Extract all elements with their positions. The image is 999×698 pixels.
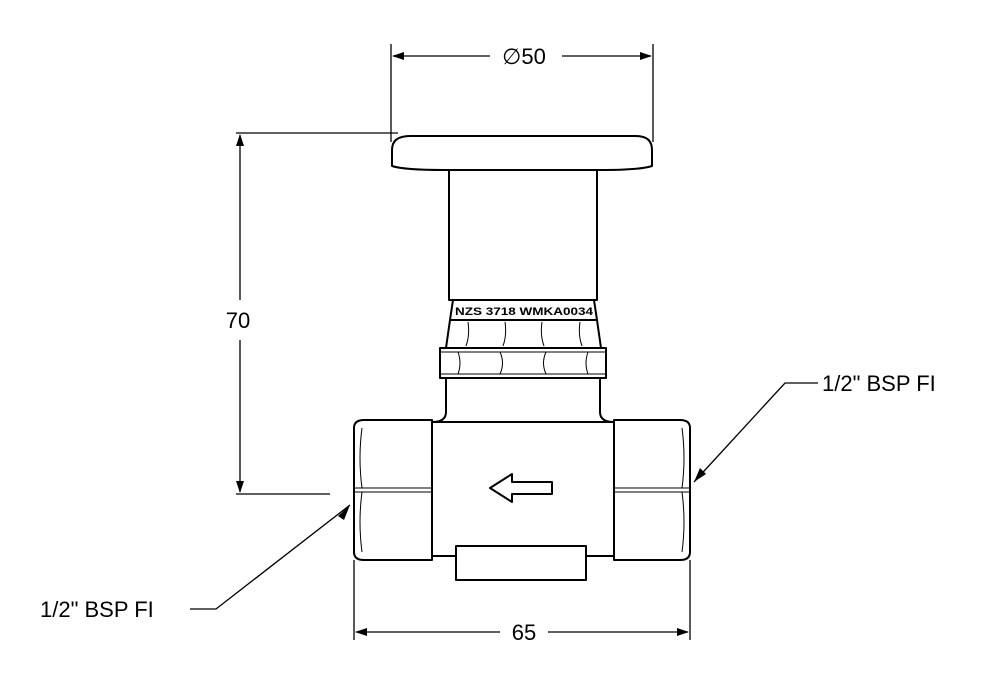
height-label: 70: [226, 308, 250, 333]
right-hex-port: [613, 419, 691, 561]
upper-hex-nut: [445, 319, 602, 349]
callout-left-port: 1/2" BSP FI: [40, 504, 351, 622]
dimension-height: 70: [226, 132, 398, 495]
dimension-width: 65: [353, 560, 691, 645]
bottom-boss: [455, 545, 587, 581]
left-port-label: 1/2" BSP FI: [40, 597, 154, 622]
diameter-label: ∅50: [502, 44, 546, 69]
dimension-diameter: ∅50: [390, 44, 654, 142]
stamp-text: NZS 3718 WMKA0034: [455, 306, 594, 318]
handle-cap: [391, 135, 653, 171]
bonnet-neck: [431, 377, 615, 423]
bonnet-hex: [439, 347, 607, 379]
right-port-label: 1/2" BSP FI: [822, 371, 936, 396]
leader-arrow: [694, 468, 706, 482]
callout-right-port: 1/2" BSP FI: [693, 371, 936, 483]
leader-arrow: [338, 505, 350, 520]
valve: NZS 3718 WMKA0034: [353, 135, 691, 581]
spindle-shroud: [448, 169, 598, 301]
leader-line: [693, 382, 818, 483]
width-label: 65: [512, 620, 536, 645]
leader-line: [190, 504, 351, 610]
flow-direction-arrow-icon: [489, 473, 553, 503]
left-hex-port: [353, 419, 433, 561]
